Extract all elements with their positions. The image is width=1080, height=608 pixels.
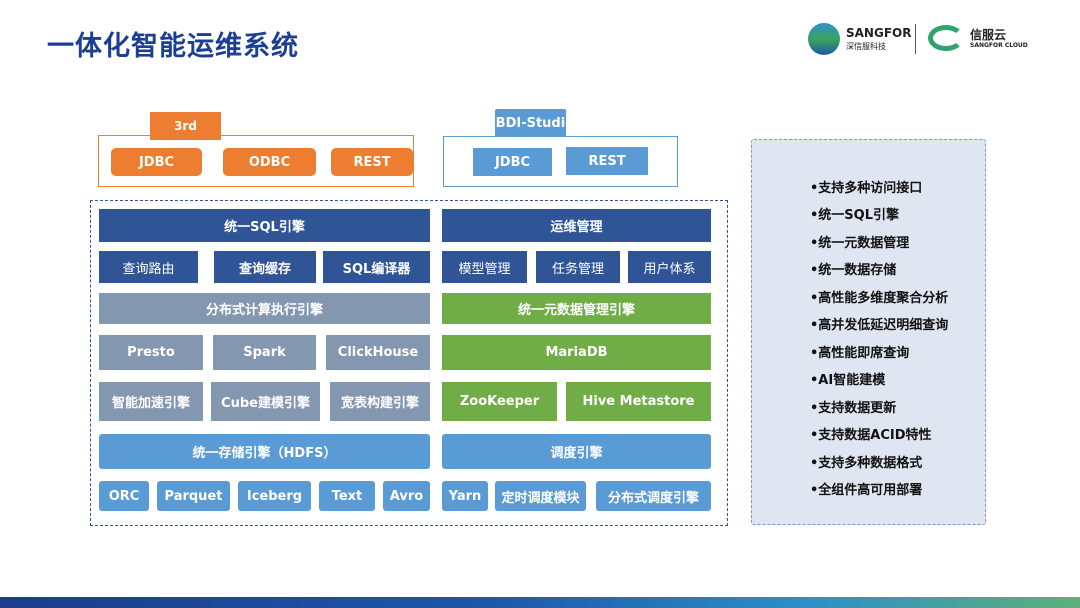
sangfor-logo-text: SANGFOR [846,26,912,40]
feature-item: •高并发低延迟明细查询 [810,318,949,333]
features-panel [751,139,986,525]
zookeeper: ZooKeeper [442,382,557,421]
third-rest[interactable]: REST [331,148,413,176]
mariadb: MariaDB [442,335,711,370]
feature-item: •支持数据ACID特性 [810,428,932,443]
cloud-logo-cn: 信服云 [970,28,1007,42]
model-management: 模型管理 [442,251,527,283]
yarn: Yarn [442,481,488,511]
clickhouse: ClickHouse [326,335,430,370]
cloud-logo-en: SANGFOR CLOUD [970,42,1028,49]
storage-engine: 统一存储引擎（HDFS） [99,434,430,469]
feature-item: •AI智能建模 [810,373,886,388]
sangfor-cloud-logo-icon [928,25,964,51]
feature-item: •统一元数据管理 [810,236,910,251]
logo-divider [915,24,916,54]
presto: Presto [99,335,203,370]
format-orc: ORC [99,481,149,511]
third-jdbc[interactable]: JDBC [111,148,202,176]
feature-item: •支持多种访问接口 [810,181,923,196]
hive-metastore: Hive Metastore [566,382,711,421]
format-text: Text [319,481,375,511]
query-cache: 查询缓存 [214,251,316,283]
query-routing: 查询路由 [99,251,198,283]
third-party-tab: 3rd [150,112,221,140]
sql-compiler: SQL编译器 [323,251,430,283]
task-management: 任务管理 [536,251,620,283]
sangfor-logo-icon [808,23,840,55]
spark: Spark [213,335,316,370]
third-party-group [98,135,414,187]
smart-accel-engine: 智能加速引擎 [99,382,203,421]
studio-rest[interactable]: REST [566,147,648,175]
format-iceberg: Iceberg [238,481,311,511]
page-title: 一体化智能运维系统 [47,31,299,62]
format-parquet: Parquet [157,481,230,511]
wide-table-engine: 宽表构建引擎 [330,382,430,421]
platform-container [90,200,728,526]
sql-engine: 统一SQL引擎 [99,209,430,242]
studio-tab: aBDI-Studio [487,109,574,137]
third-odbc[interactable]: ODBC [223,148,316,176]
feature-item: •支持数据更新 [810,401,897,416]
distributed-scheduler: 分布式调度引擎 [596,481,711,511]
scheduling-engine: 调度引擎 [442,434,711,469]
feature-item: •统一数据存储 [810,263,897,278]
studio-jdbc[interactable]: JDBC [473,148,552,176]
sangfor-logo-cn: 深信服科技 [846,42,886,51]
feature-item: •统一SQL引擎 [810,208,900,223]
compute-engine: 分布式计算执行引擎 [99,293,430,324]
ops-management: 运维管理 [442,209,711,242]
format-avro: Avro [383,481,430,511]
footer-bar [0,597,1080,608]
cube-engine: Cube建模引擎 [211,382,320,421]
feature-item: •全组件高可用部署 [810,483,923,498]
feature-item: •高性能多维度聚合分析 [810,291,949,306]
feature-item: •支持多种数据格式 [810,456,923,471]
feature-item: •高性能即席查询 [810,346,910,361]
timer-scheduler: 定时调度模块 [495,481,586,511]
metadata-engine: 统一元数据管理引擎 [442,293,711,324]
user-system: 用户体系 [628,251,711,283]
